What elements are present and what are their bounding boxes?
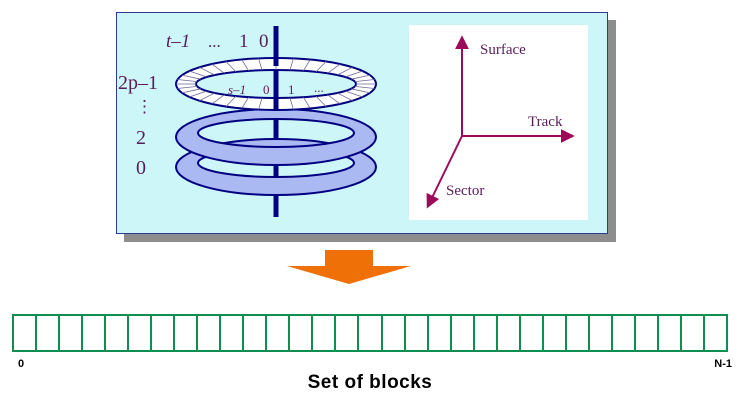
block-cell <box>60 316 84 350</box>
label-ring-ellipsis: ... <box>314 80 324 95</box>
label-t-minus-1: t–1 <box>166 31 190 52</box>
block-cell <box>406 316 429 350</box>
block-cell <box>175 316 199 350</box>
block-cell <box>359 316 383 350</box>
label-s-minus-1: s–1 <box>228 82 246 97</box>
block-cell <box>521 316 544 350</box>
block-cell <box>659 316 682 350</box>
block-cell <box>221 316 245 350</box>
block-cell <box>567 316 590 350</box>
label-ring-one: 1 <box>288 82 295 97</box>
axis-label-sector: Sector <box>446 183 484 199</box>
block-cell <box>682 316 705 350</box>
label-top-one: 1 <box>239 31 249 52</box>
first-block-label: 0 <box>18 358 25 370</box>
label-top-zero: 0 <box>259 31 269 52</box>
label-vdots: ⋮ <box>136 97 153 116</box>
platter-top <box>174 57 378 111</box>
last-block-label: N-1 <box>714 358 732 370</box>
platter-middle <box>174 108 378 166</box>
block-cell <box>590 316 613 350</box>
disk-diagram: t–1 ... 1 0 2p–1 ⋮ 2 0 s–1 0 1 ... Surfa… <box>118 26 575 217</box>
axis-label-surface: Surface <box>480 42 526 58</box>
label-ring-zero: 0 <box>263 82 270 97</box>
block-array <box>12 314 728 352</box>
block-cell <box>152 316 176 350</box>
block-cell <box>267 316 291 350</box>
block-cell <box>705 316 726 350</box>
block-cell <box>475 316 498 350</box>
label-2p-minus-1: 2p–1 <box>118 72 158 94</box>
block-cell <box>452 316 475 350</box>
axis-label-track: Track <box>528 114 563 130</box>
label-surface-zero: 0 <box>136 157 146 179</box>
block-cell <box>429 316 452 350</box>
block-cell <box>290 316 314 350</box>
block-cell <box>83 316 107 350</box>
block-cell <box>336 316 360 350</box>
block-cell <box>613 316 636 350</box>
axes-box <box>409 25 588 220</box>
block-cell <box>244 316 268 350</box>
caption: Set of blocks <box>307 372 433 393</box>
block-cell <box>106 316 130 350</box>
sector-axis <box>426 135 463 209</box>
label-surface-two: 2 <box>136 127 146 149</box>
block-cell <box>636 316 659 350</box>
block-cell <box>544 316 567 350</box>
block-cell <box>198 316 222 350</box>
block-cell <box>129 316 153 350</box>
block-cell <box>498 316 521 350</box>
label-top-ellipsis: ... <box>208 32 221 51</box>
block-cell <box>14 316 38 350</box>
down-arrow <box>287 250 411 284</box>
block-cell <box>383 316 406 350</box>
block-cell <box>313 316 337 350</box>
block-cell <box>37 316 61 350</box>
